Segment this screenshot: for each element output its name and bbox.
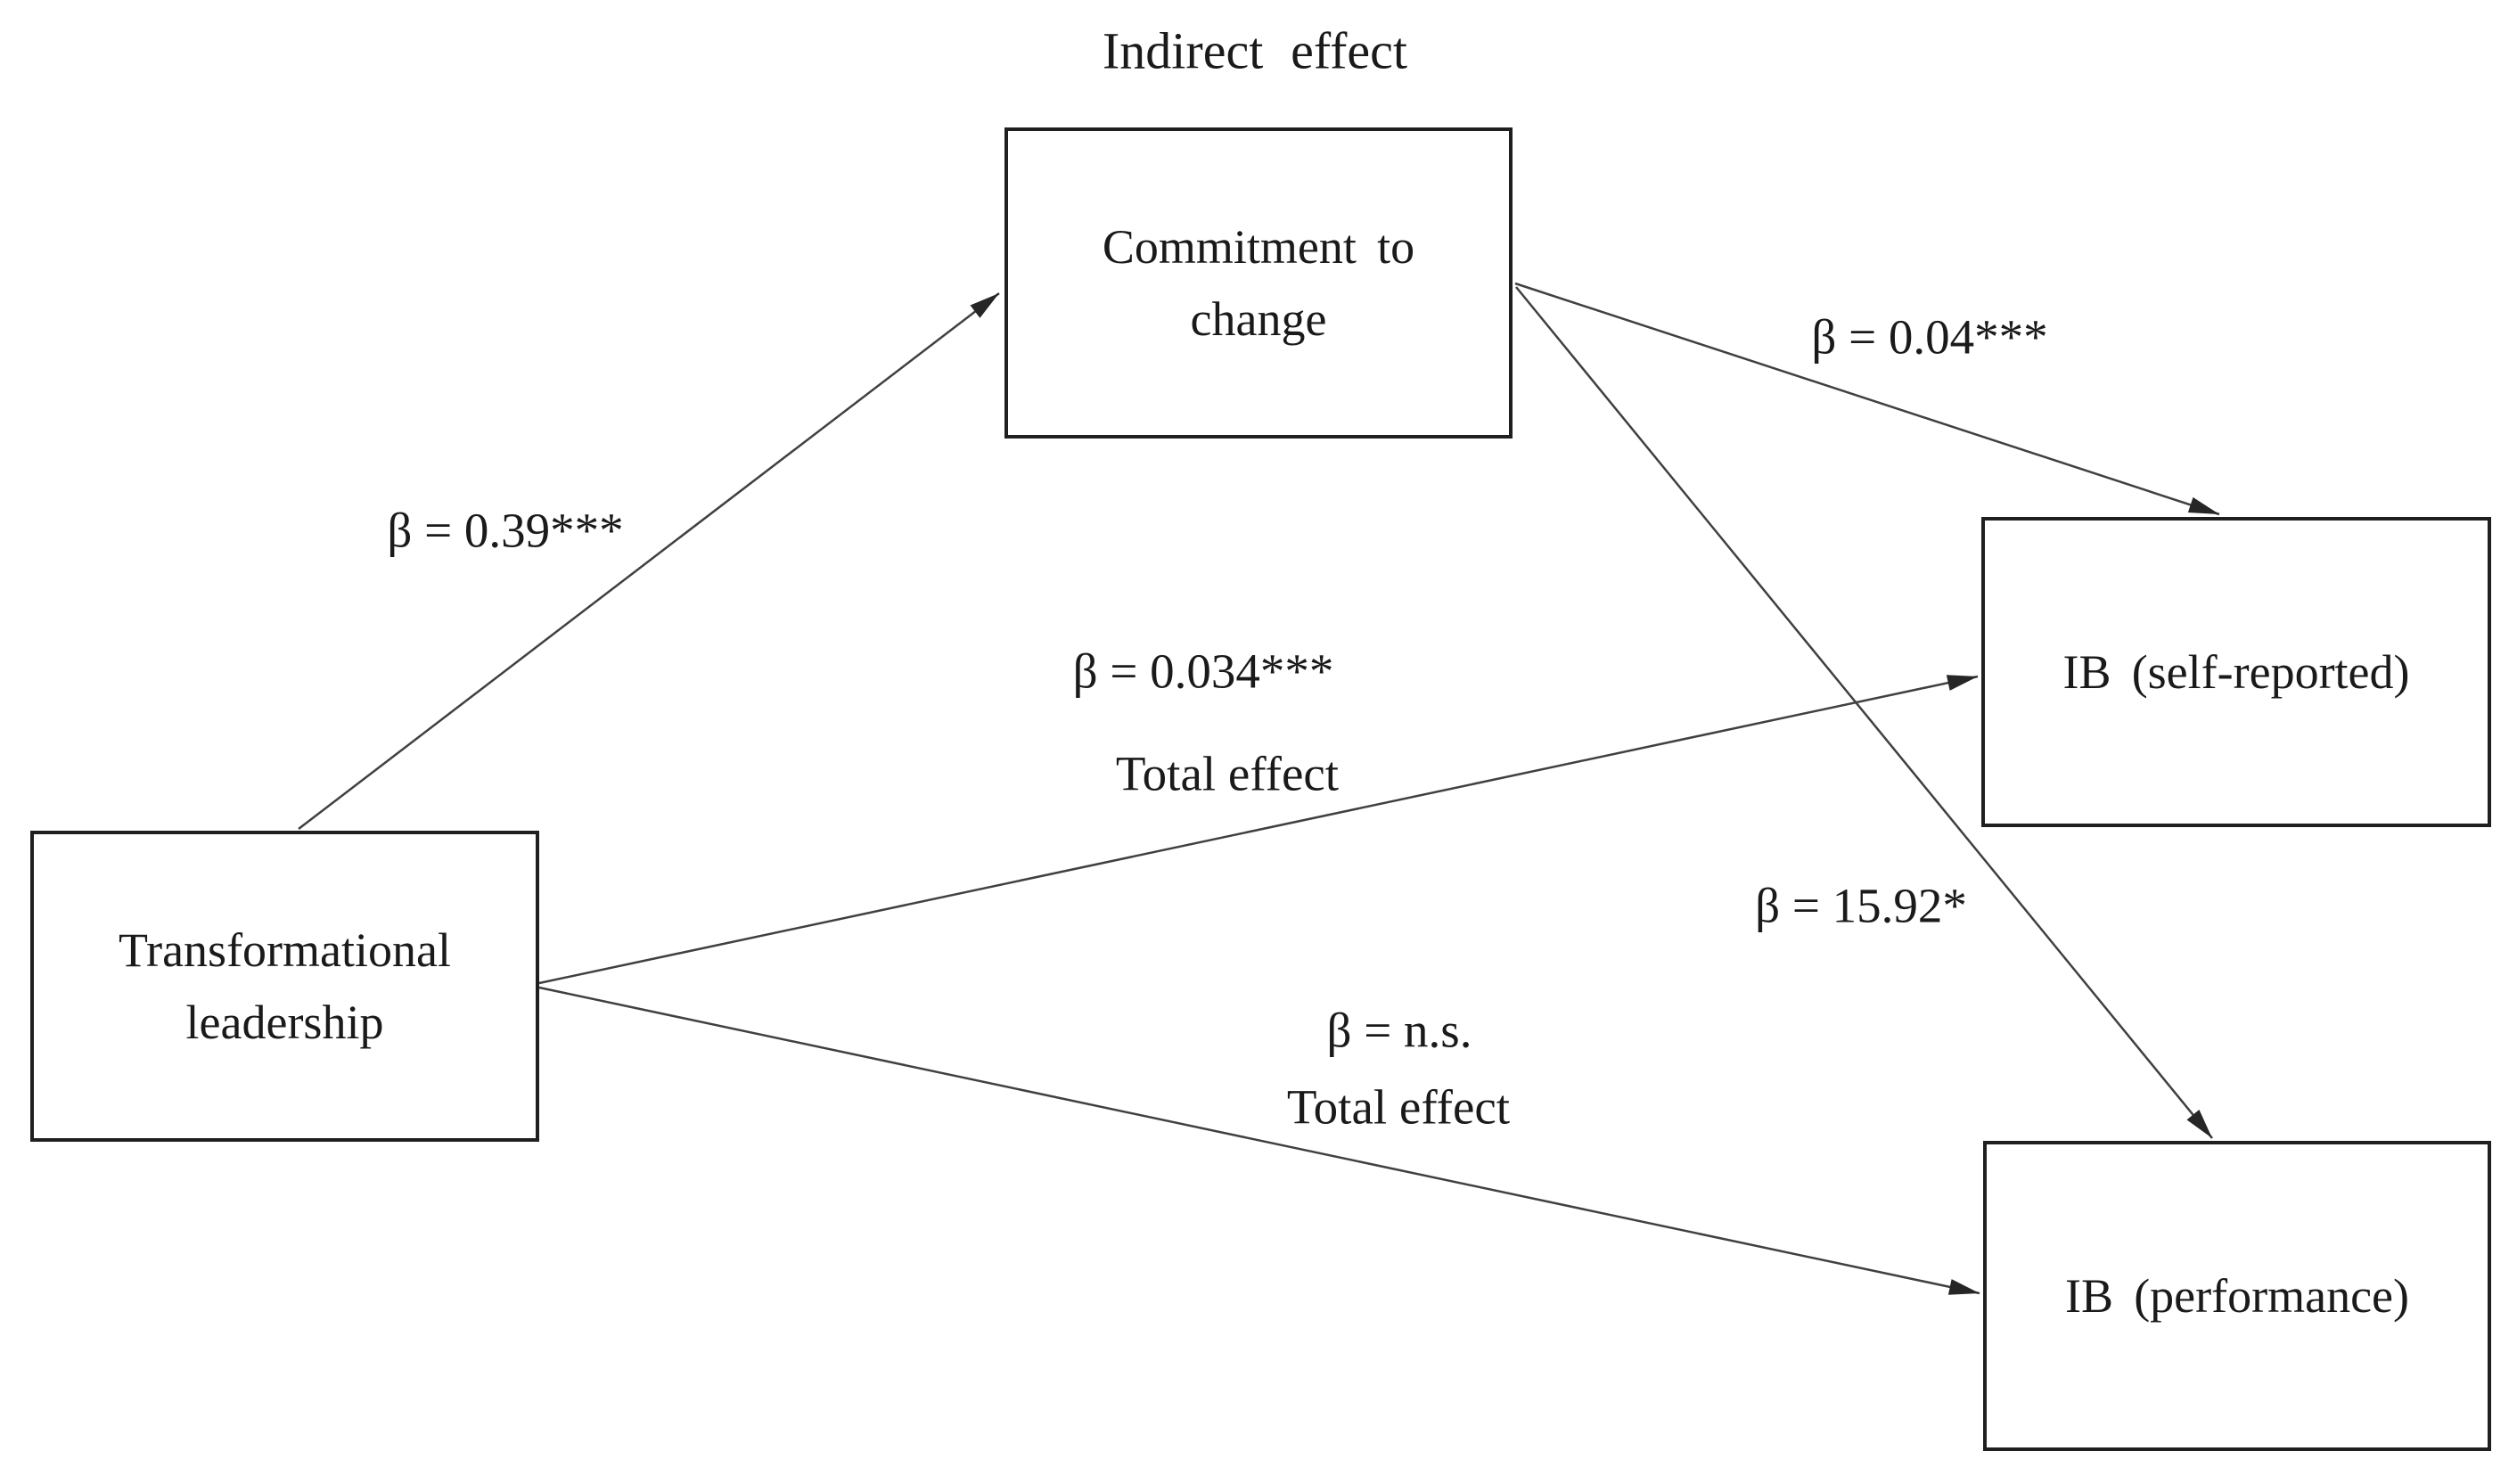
node-ib-performance: IB (performance)	[1983, 1141, 2491, 1451]
node-ib-self-reported-label: IB (self-reported)	[2062, 644, 2410, 699]
edge-label-tfl-to-ib-self-note: Total effect	[1115, 746, 1340, 801]
arrow-tfl-to-ib-self	[538, 675, 1979, 985]
edge-label-commitment-to-ib-perf: β = 15.92*	[1755, 878, 1967, 933]
diagram-title: Indirect effect	[1102, 21, 1408, 80]
edge-label-tfl-to-ib-perf-note: Total effect	[1286, 1079, 1511, 1135]
node-transformational-leadership-label: Transformational leadership	[119, 922, 451, 1049]
node-commitment-to-change-label: Commitment to change	[1102, 219, 1415, 346]
edge-label-tfl-to-ib-perf: β = n.s.	[1326, 1003, 1472, 1058]
arrow-commitment-to-ib-perf	[1515, 286, 2213, 1139]
arrow-commitment-to-ib-self	[1514, 282, 2220, 516]
node-transformational-leadership: Transformational leadership	[30, 831, 539, 1142]
node-ib-self-reported: IB (self-reported)	[1981, 517, 2491, 827]
edge-label-tfl-to-commitment: β = 0.39***	[387, 503, 624, 558]
node-commitment-to-change: Commitment to change	[1004, 127, 1513, 439]
edge-label-tfl-to-ib-self: β = 0.034***	[1072, 644, 1334, 699]
arrow-tfl-to-ib-perf	[538, 986, 1980, 1295]
node-ib-performance-label: IB (performance)	[2064, 1268, 2409, 1323]
arrow-tfl-to-commitment	[298, 292, 1000, 830]
edge-label-commitment-to-ib-self: β = 0.04***	[1811, 309, 2048, 365]
